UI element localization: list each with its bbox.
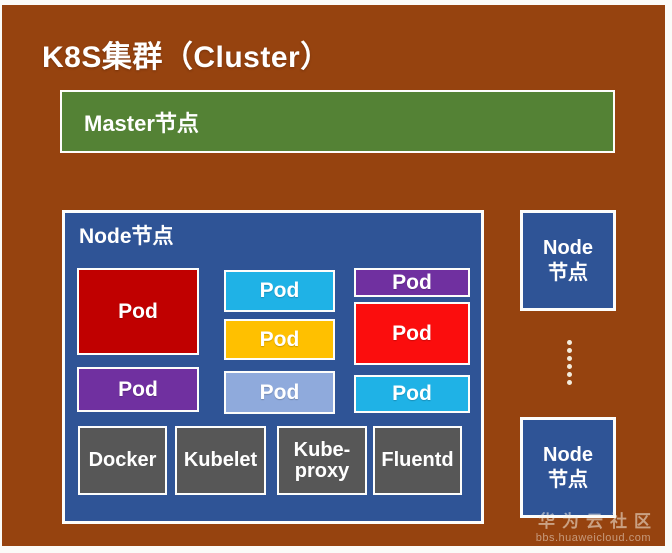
pod-box: Pod xyxy=(224,319,335,360)
pod-box: Pod xyxy=(354,375,470,413)
node-main-label: Node节点 xyxy=(79,225,174,248)
pod-box: Pod xyxy=(354,268,470,297)
side-node-label-line1: Node xyxy=(543,236,593,259)
watermark-community-name: 华为云社区 xyxy=(538,512,658,531)
vertical-ellipsis-dots xyxy=(567,340,572,385)
side-node-box: Node 节点 xyxy=(520,417,616,518)
component-box-docker: Docker xyxy=(78,426,167,495)
slide-title: K8S集群（Cluster） xyxy=(42,41,331,74)
master-node-label: Master节点 xyxy=(84,110,199,136)
k8s-cluster-slide: K8S集群（Cluster） Master节点 Node节点 Pod Pod P… xyxy=(2,5,665,546)
dot xyxy=(567,380,572,385)
component-box-kube-proxy: Kube-proxy xyxy=(277,426,367,495)
pod-box: Pod xyxy=(224,371,335,414)
component-box-kubelet: Kubelet xyxy=(175,426,266,495)
dot xyxy=(567,348,572,353)
master-node-box: Master节点 xyxy=(60,90,615,153)
dot xyxy=(567,356,572,361)
pod-box: Pod xyxy=(354,302,470,365)
component-box-fluentd: Fluentd xyxy=(373,426,462,495)
dot xyxy=(567,372,572,377)
side-node-label-line2: 节点 xyxy=(548,261,588,284)
pod-box: Pod xyxy=(77,367,199,412)
dot xyxy=(567,340,572,345)
watermark-site-url: bbs.huaweicloud.com xyxy=(535,532,651,545)
side-node-label-line2: 节点 xyxy=(548,468,588,491)
watermark: 华为云社区 bbs.huaweicloud.com xyxy=(536,512,651,546)
pod-box: Pod xyxy=(224,270,335,312)
side-node-box: Node 节点 xyxy=(520,210,616,311)
pod-box: Pod xyxy=(77,268,199,355)
dot xyxy=(567,364,572,369)
side-node-label-line1: Node xyxy=(543,443,593,466)
